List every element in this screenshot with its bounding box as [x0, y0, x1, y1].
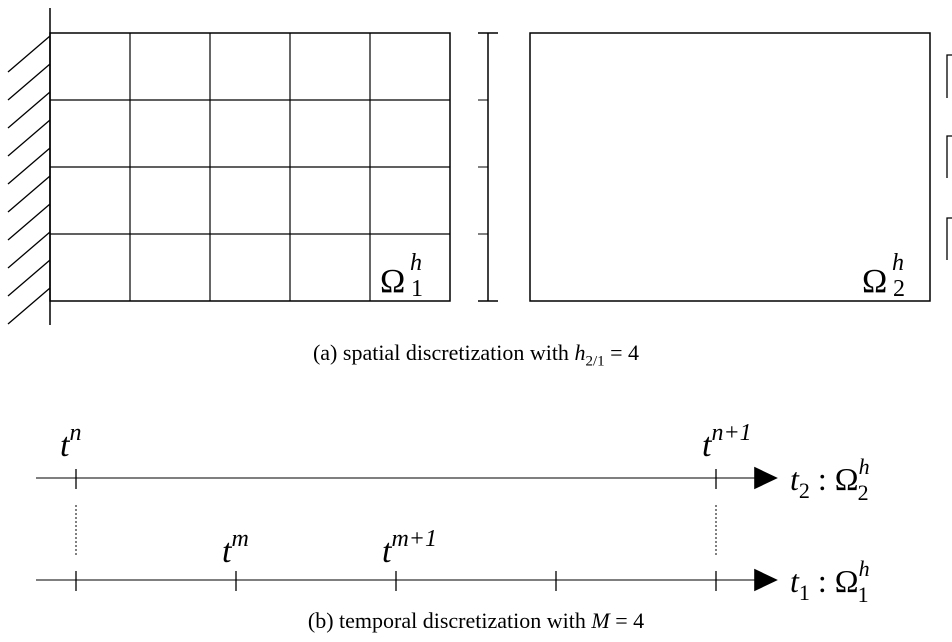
domain1-sub: 1	[411, 276, 423, 302]
temporal-panel	[36, 466, 778, 592]
domain2-sub: 2	[893, 276, 905, 302]
time-axis-2-arrowhead	[754, 466, 778, 490]
load-arrows	[946, 54, 952, 260]
domain2-boundary	[529, 32, 931, 302]
tick-label-tn1: tn+1	[702, 420, 752, 464]
tick-label-tm: tm	[222, 526, 249, 570]
spatial-panel	[7, 8, 952, 325]
domain1-sup: h	[410, 250, 422, 276]
interface-bar	[478, 32, 498, 302]
caption-b: (b) temporal discretization with M = 4	[307, 608, 645, 633]
domain2-label: Ω	[862, 263, 887, 300]
caption-a: (a) spatial discretization with h2/1 = 4	[312, 340, 640, 370]
wall-hatching	[7, 35, 51, 325]
domain1-label: Ω	[380, 263, 405, 300]
time-axis-1-arrowhead	[754, 568, 778, 592]
tick-label-tn: tn	[60, 420, 81, 464]
domain1-mesh	[50, 33, 450, 301]
tick-label-tm1: tm+1	[382, 526, 437, 570]
domain2-sup: h	[892, 250, 904, 276]
